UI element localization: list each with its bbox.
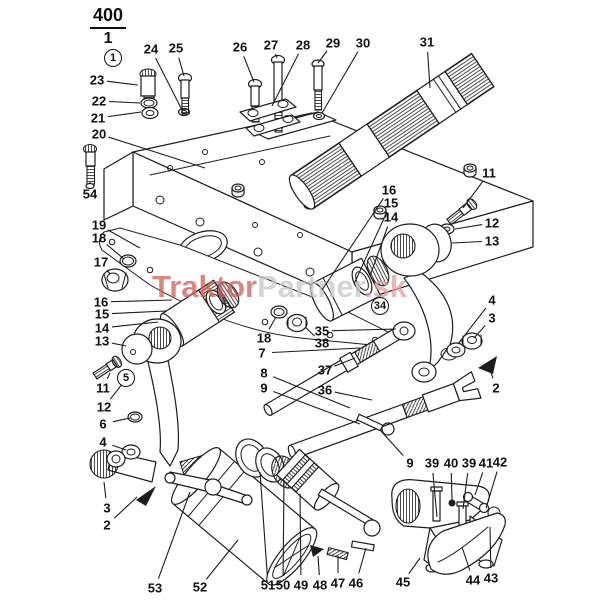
piston-assembly-drawing [235, 438, 381, 561]
figure-ref-numerator: 400 [90, 5, 127, 29]
left-small-parts-drawing [89, 355, 156, 506]
hex-nut-icon [373, 205, 387, 220]
hex-nut-icon [231, 183, 245, 198]
plug-drawing [101, 254, 137, 292]
left-lift-arm-drawing [107, 279, 240, 483]
splined-shaft-drawing [288, 52, 495, 210]
bracket-drawing [391, 479, 506, 575]
figure-ref: 400 1 [90, 5, 127, 48]
figure-ref-denominator: 1 [103, 30, 113, 47]
hex-nut-icon [463, 163, 477, 178]
